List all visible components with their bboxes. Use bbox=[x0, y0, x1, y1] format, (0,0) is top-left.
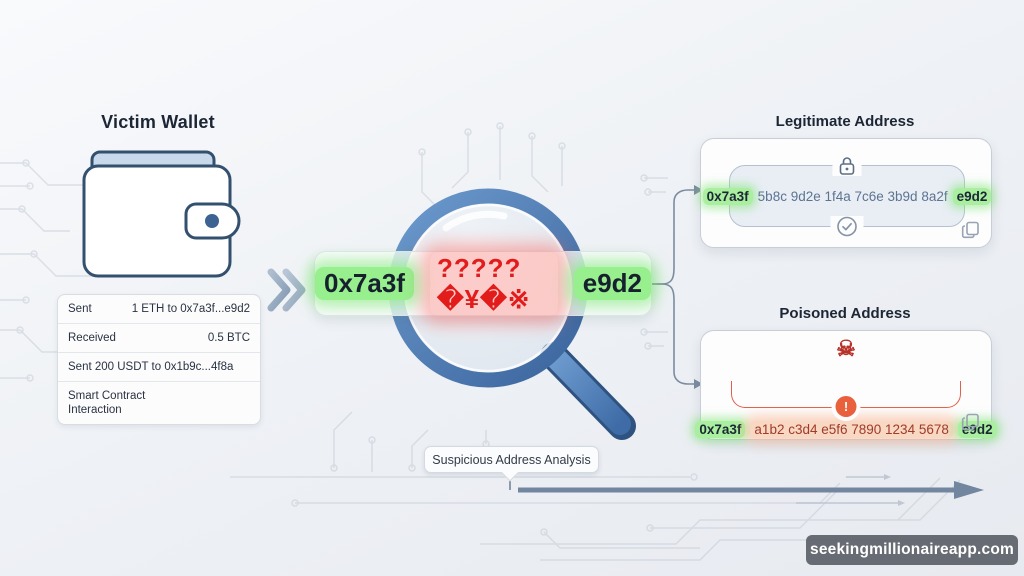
branch-connector bbox=[652, 185, 703, 389]
tx-label: Sent 200 USDT to 0x1b9c...4f8a bbox=[68, 361, 234, 373]
transaction-row: Sent 200 USDT to 0x1b9c...4f8a bbox=[58, 353, 260, 382]
address-prefix: 0x7a3f bbox=[315, 267, 414, 300]
legitimate-address-card: 0x7a3f 5b8c 9d2e 1f4a 7c6e 3b9d 8a2f e9d… bbox=[700, 138, 992, 248]
legitimate-address: 0x7a3f 5b8c 9d2e 1f4a 7c6e 3b9d 8a2f e9d… bbox=[702, 166, 992, 226]
wallet-icon bbox=[82, 150, 241, 278]
transaction-row: Smart Contract Interaction bbox=[58, 382, 260, 424]
address-masked-segment: ?????�¥�※ bbox=[429, 251, 558, 316]
tx-value: 0.5 BTC bbox=[207, 332, 250, 344]
victim-wallet-title: Victim Wallet bbox=[101, 112, 215, 132]
copy-icon[interactable] bbox=[961, 220, 981, 240]
tx-label: Sent bbox=[68, 303, 92, 315]
tooltip-stem bbox=[509, 479, 511, 490]
address-prefix: 0x7a3f bbox=[695, 420, 746, 438]
address-suffix: e9d2 bbox=[952, 187, 992, 205]
address-suffix: e9d2 bbox=[573, 267, 651, 300]
lock-icon bbox=[832, 156, 862, 176]
copy-icon[interactable] bbox=[961, 412, 981, 432]
exclamation-circle-icon: ! bbox=[835, 396, 857, 417]
legitimate-card-title: Legitimate Address bbox=[775, 113, 915, 130]
legitimate-address-box: 0x7a3f 5b8c 9d2e 1f4a 7c6e 3b9d 8a2f e9d… bbox=[702, 156, 992, 237]
transaction-row: Sent 1 ETH to 0x7a3f...e9d2 bbox=[58, 295, 260, 324]
skull-crossbones-icon: ☠ bbox=[836, 336, 856, 361]
address-middle: 5b8c 9d2e 1f4a 7c6e 3b9d 8a2f bbox=[757, 188, 948, 204]
transaction-list: Sent 1 ETH to 0x7a3f...e9d2 Received 0.5… bbox=[57, 294, 261, 425]
scanned-address-bar: 0x7a3f ?????�¥�※ e9d2 bbox=[314, 251, 652, 316]
tx-label: Received bbox=[68, 332, 116, 344]
address-prefix: 0x7a3f bbox=[702, 187, 753, 205]
poisoned-address: 0x7a3f a1b2 c3d4 e5f6 7890 1234 5678 e9d… bbox=[695, 375, 997, 483]
tx-label: Smart Contract Interaction bbox=[68, 390, 146, 416]
poisoned-card-title: Poisoned Address bbox=[779, 305, 911, 322]
double-chevron-right-icon bbox=[267, 268, 306, 312]
tx-value: 1 ETH to 0x7a3f...e9d2 bbox=[131, 303, 250, 315]
watermark: seekingmillionaireapp.com bbox=[806, 535, 1018, 565]
poisoned-address-card: ☠ 0x7a3f a1b2 c3d4 e5f6 7890 1234 5678 e… bbox=[695, 330, 997, 440]
transaction-row: Received 0.5 BTC bbox=[58, 324, 260, 353]
check-circle-icon bbox=[830, 216, 864, 237]
timeline-arrow bbox=[55, 474, 984, 506]
address-middle: a1b2 c3d4 e5f6 7890 1234 5678 bbox=[750, 420, 953, 438]
